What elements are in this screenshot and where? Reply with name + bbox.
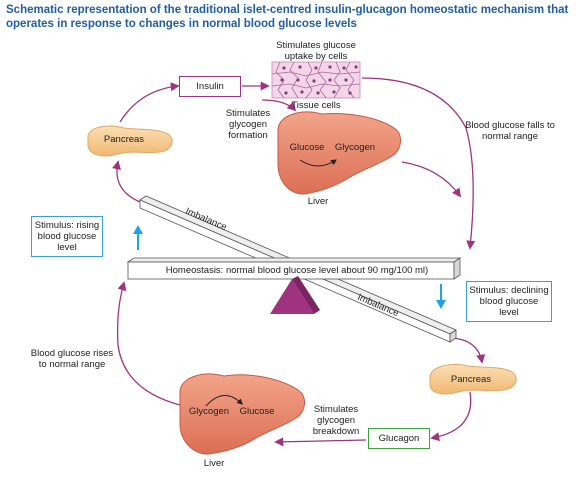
pancreas-top-label: Pancreas xyxy=(103,134,145,145)
homeostasis-label: Homeostasis: normal blood glucose level … xyxy=(165,265,429,276)
tissue-cells-label: Tissue cells xyxy=(291,100,341,111)
liver-top-image xyxy=(277,111,401,195)
liver-bottom-image xyxy=(179,373,305,455)
rises-label: Blood glucose rises to normal range xyxy=(30,348,114,370)
stimulus-declining-box: Stimulus: declining blood glucose level xyxy=(466,281,552,322)
stimulus-rising-box: Stimulus: rising blood glucose level xyxy=(31,216,103,257)
glucagon-label: Glucagon xyxy=(378,433,420,444)
arrow-tissue-to-falls xyxy=(361,77,476,250)
arrow-pancreas-to-insulin xyxy=(119,82,180,123)
liver-top-glucose-label: Glucose xyxy=(289,142,325,153)
stimulus-declining-label: Stimulus: declining blood glucose level xyxy=(469,285,549,318)
arrow-imbalance-to-pancreas xyxy=(112,160,141,203)
liver-top-label: Liver xyxy=(307,196,329,207)
insulin-box: Insulin xyxy=(179,76,241,97)
arrow-imbalance-to-pancreas-bottom xyxy=(451,337,486,364)
tissue-cells-image xyxy=(271,61,361,99)
arrow-glucagon-to-liver xyxy=(274,437,367,447)
liver-bottom-glucose-label: Glucose xyxy=(239,406,275,417)
up-arrow-head xyxy=(133,225,143,234)
pancreas-top-image xyxy=(87,125,173,157)
pancreas-bottom-label: Pancreas xyxy=(450,374,492,385)
diagram-title: Schematic representation of the traditio… xyxy=(6,4,569,30)
insulin-label: Insulin xyxy=(196,81,224,92)
liver-bottom-glycogen-label: Glycogen xyxy=(188,406,230,417)
breakdown-label: Stimulates glycogen breakdown xyxy=(312,404,360,437)
liver-bottom-label: Liver xyxy=(203,458,225,469)
falls-label: Blood glucose falls to normal range xyxy=(465,120,555,142)
arrow-liver-to-rises xyxy=(116,281,181,406)
balance-beam xyxy=(126,195,462,343)
uptake-label: Stimulates glucose uptake by cells xyxy=(276,40,356,62)
pancreas-bottom-image xyxy=(429,363,517,395)
arrow-pancreas-to-glucagon xyxy=(430,391,472,442)
arrow-insulin-to-liver xyxy=(261,99,297,112)
glucagon-box: Glucagon xyxy=(368,428,430,449)
liver-top-glycogen-label: Glycogen xyxy=(334,142,376,153)
arrow-liver-to-falls xyxy=(401,161,462,198)
down-arrow-head xyxy=(436,300,446,309)
stimulus-rising-label: Stimulus: rising blood glucose level xyxy=(34,220,100,253)
glycogen-formation-label: Stimulates glycogen formation xyxy=(225,108,271,141)
